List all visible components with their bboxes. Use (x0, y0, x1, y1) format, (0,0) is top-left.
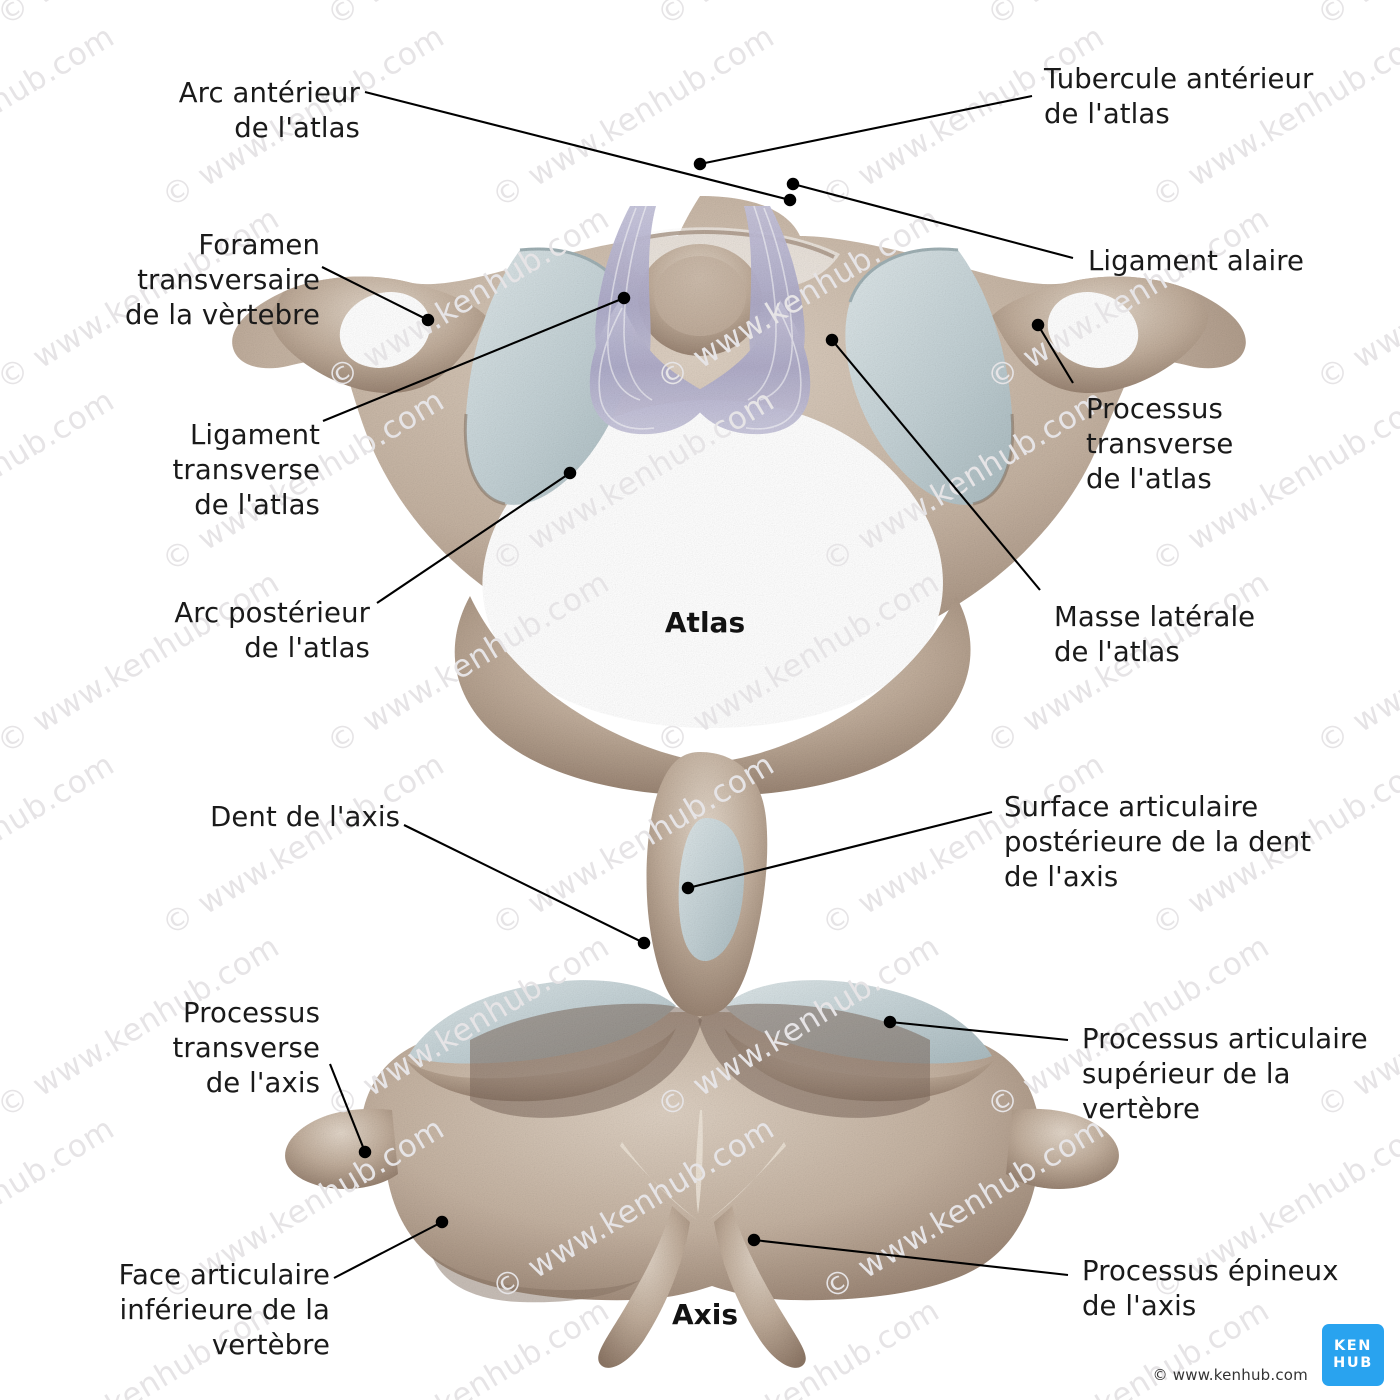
label-processus-articulaire-superieur: Processus articulaire supérieur de la ve… (1082, 1023, 1368, 1125)
copyright-text: © www.kenhub.com (1152, 1366, 1308, 1384)
label-surface-articulaire-posterieure: Surface articulaire postérieure de la de… (1004, 791, 1312, 893)
label-arc-anterieur-de-latlas: Arc antérieur de l'atlas (178, 77, 360, 144)
label-face-articulaire-inferieure: Face articulaire inférieure de la vertèb… (118, 1259, 330, 1361)
label-ligament-transverse-de-latlas: Ligament transverse de l'atlas (172, 419, 320, 521)
label-ligament-alaire: Ligament alaire (1088, 245, 1305, 277)
kenhub-logo-line2: HUB (1333, 1355, 1373, 1371)
caption-axis: Axis (672, 1298, 738, 1331)
label-tubercule-anterieur-de-latlas: Tubercule antérieur de l'atlas (1044, 63, 1314, 130)
kenhub-logo[interactable]: KEN HUB (1322, 1324, 1384, 1386)
label-processus-transverse-de-latlas: Processus transverse de l'atlas (1086, 393, 1234, 495)
label-arc-posterieur-de-latlas: Arc postérieur de l'atlas (174, 597, 370, 664)
label-foramen-transversaire: Foramen transversaire de la vèrtebre (124, 229, 320, 331)
label-dent-de-laxis: Dent de l'axis (210, 801, 400, 833)
label-processus-epineux-de-laxis: Processus épineux de l'axis (1082, 1255, 1339, 1322)
label-masse-laterale-de-latlas: Masse latérale de l'atlas (1054, 601, 1256, 668)
caption-atlas: Atlas (664, 606, 746, 639)
label-processus-transverse-de-laxis: Processus transverse de l'axis (172, 997, 320, 1099)
kenhub-logo-line1: KEN (1333, 1337, 1373, 1354)
